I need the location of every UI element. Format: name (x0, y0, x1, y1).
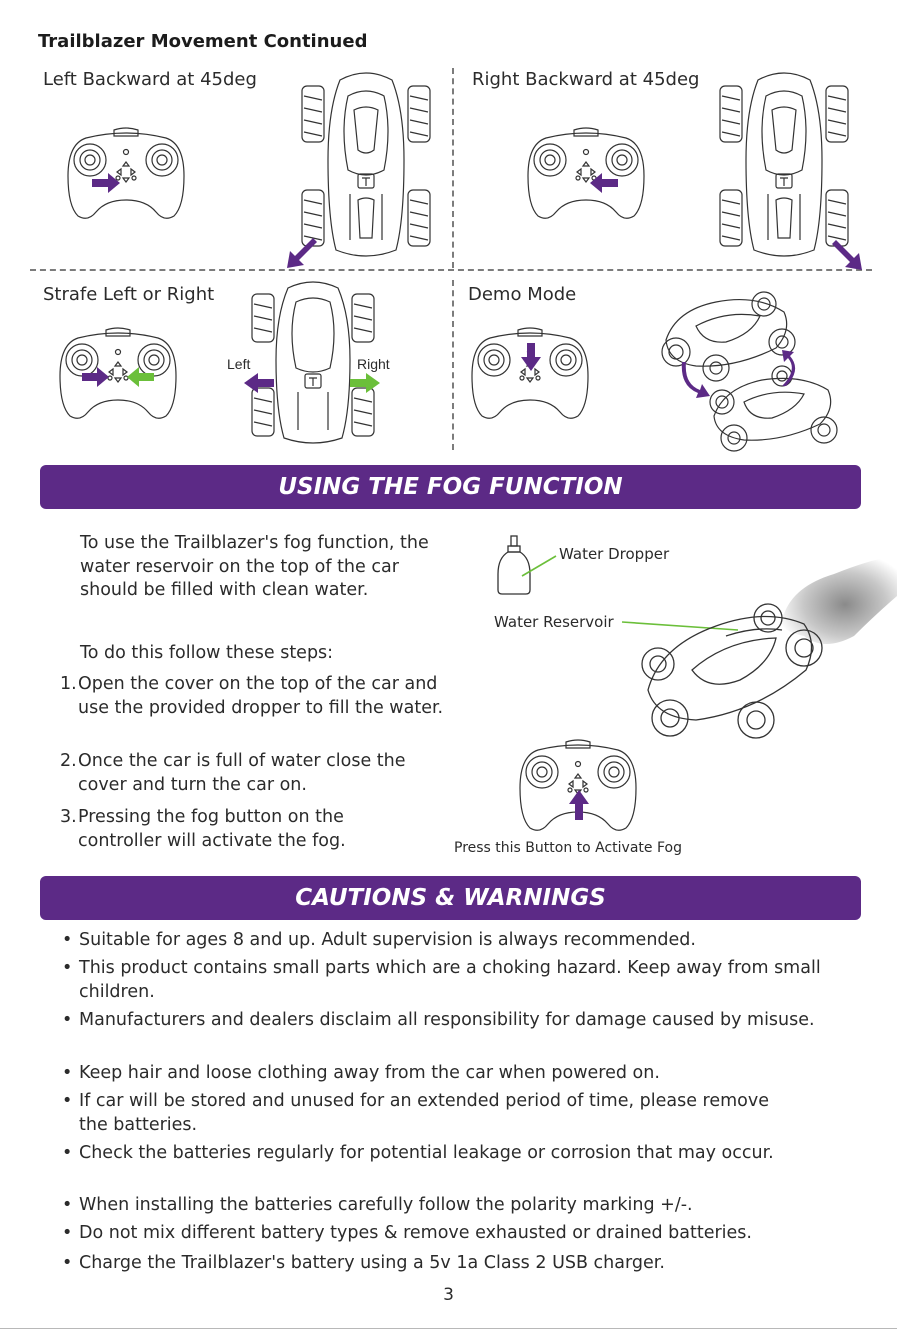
rc-car-side-view-icon (709, 365, 838, 452)
caution-item: •Check the batteries regularly for poten… (62, 1142, 812, 1166)
fog-cloud-icon (781, 556, 897, 644)
caution-text: If car will be stored and unused for an … (79, 1091, 769, 1135)
caption-right-backward: Right Backward at 45deg (472, 69, 700, 90)
leader-line (521, 555, 557, 577)
rc-car-top-view-icon (301, 72, 431, 257)
arrow-icon (287, 238, 317, 268)
remote-controller-icon (519, 739, 637, 831)
water-reservoir-label: Water Reservoir (494, 613, 614, 631)
water-dropper-icon (497, 535, 531, 595)
remote-controller-icon (527, 127, 645, 219)
arrow-icon (350, 373, 380, 393)
arrow-icon (127, 367, 154, 387)
arrow-icon (92, 173, 120, 193)
fog-step-text: Once the car is full of water close the … (78, 751, 406, 795)
arrow-icon (569, 790, 589, 820)
arrow-icon (82, 367, 109, 387)
caution-item: •Suitable for ages 8 and up. Adult super… (62, 929, 862, 953)
strafe-right-label: Right (357, 356, 390, 372)
rc-car-top-view-icon (719, 72, 849, 257)
fog-step-number: 2. (60, 751, 77, 771)
fog-step: 1. Open the cover on the top of the car … (60, 673, 452, 720)
arrow-icon (521, 343, 541, 371)
arrow-icon (590, 173, 618, 193)
caution-text: Do not mix different battery types & rem… (79, 1223, 752, 1243)
arrow-icon (681, 362, 710, 398)
caution-item: •Keep hair and loose clothing away from … (62, 1062, 862, 1086)
press-button-caption: Press this Button to Activate Fog (454, 840, 682, 856)
leader-line (621, 621, 739, 631)
arrow-icon (832, 240, 862, 270)
caution-text: Charge the Trailblazer's battery using a… (79, 1253, 665, 1273)
caution-text: Manufacturers and dealers disclaim all r… (79, 1010, 815, 1030)
bottom-rule (0, 1328, 897, 1329)
rc-car-top-view-icon (251, 281, 375, 444)
fog-step-text: Open the cover on the top of the car and… (78, 674, 444, 718)
fog-step: 3. Pressing the fog button on the contro… (60, 806, 422, 853)
fog-step-number: 3. (60, 807, 77, 827)
page-title: Trailblazer Movement Continued (38, 31, 368, 52)
remote-controller-icon (471, 327, 589, 419)
caution-text: Keep hair and loose clothing away from t… (79, 1063, 660, 1083)
caution-text: Check the batteries regularly for potent… (79, 1143, 774, 1163)
fog-intro: To use the Trailblazer's fog function, t… (80, 533, 429, 600)
caution-item: •When installing the batteries carefully… (62, 1194, 862, 1218)
caution-item: •If car will be stored and unused for an… (62, 1090, 792, 1137)
arrow-icon (244, 373, 274, 393)
caution-item: •Charge the Trailblazer's battery using … (62, 1252, 862, 1276)
section-divider-vertical-bottom (452, 280, 454, 450)
arrow-icon (782, 350, 796, 386)
fog-step: 2. Once the car is full of water close t… (60, 750, 432, 797)
caution-text: When installing the batteries carefully … (79, 1195, 693, 1215)
section-divider-vertical-top (452, 68, 454, 268)
caption-left-backward: Left Backward at 45deg (43, 69, 257, 90)
caution-item: •This product contains small parts which… (62, 957, 832, 1004)
fog-steps-intro: To do this follow these steps: (80, 643, 334, 663)
remote-controller-icon (59, 327, 177, 419)
fog-step-text: Pressing the fog button on the controlle… (78, 807, 346, 851)
strafe-left-label: Left (227, 356, 251, 372)
caution-item: •Manufacturers and dealers disclaim all … (62, 1009, 852, 1033)
fog-step-number: 1. (60, 674, 77, 694)
caption-demo-mode: Demo Mode (468, 284, 577, 305)
caution-text: This product contains small parts which … (79, 958, 821, 1002)
caution-item: •Do not mix different battery types & re… (62, 1222, 862, 1246)
caution-text: Suitable for ages 8 and up. Adult superv… (79, 930, 696, 950)
cautions-heading: CAUTIONS & WARNINGS (40, 876, 861, 920)
rc-car-side-view-icon (641, 603, 823, 739)
fog-section-heading: USING THE FOG FUNCTION (40, 465, 861, 509)
page-number: 3 (443, 1285, 454, 1305)
water-dropper-label: Water Dropper (559, 545, 670, 563)
rc-car-side-view-icon (661, 291, 796, 382)
section-divider-horizontal (30, 269, 872, 271)
caption-strafe: Strafe Left or Right (43, 284, 215, 305)
remote-controller-icon (67, 127, 185, 219)
